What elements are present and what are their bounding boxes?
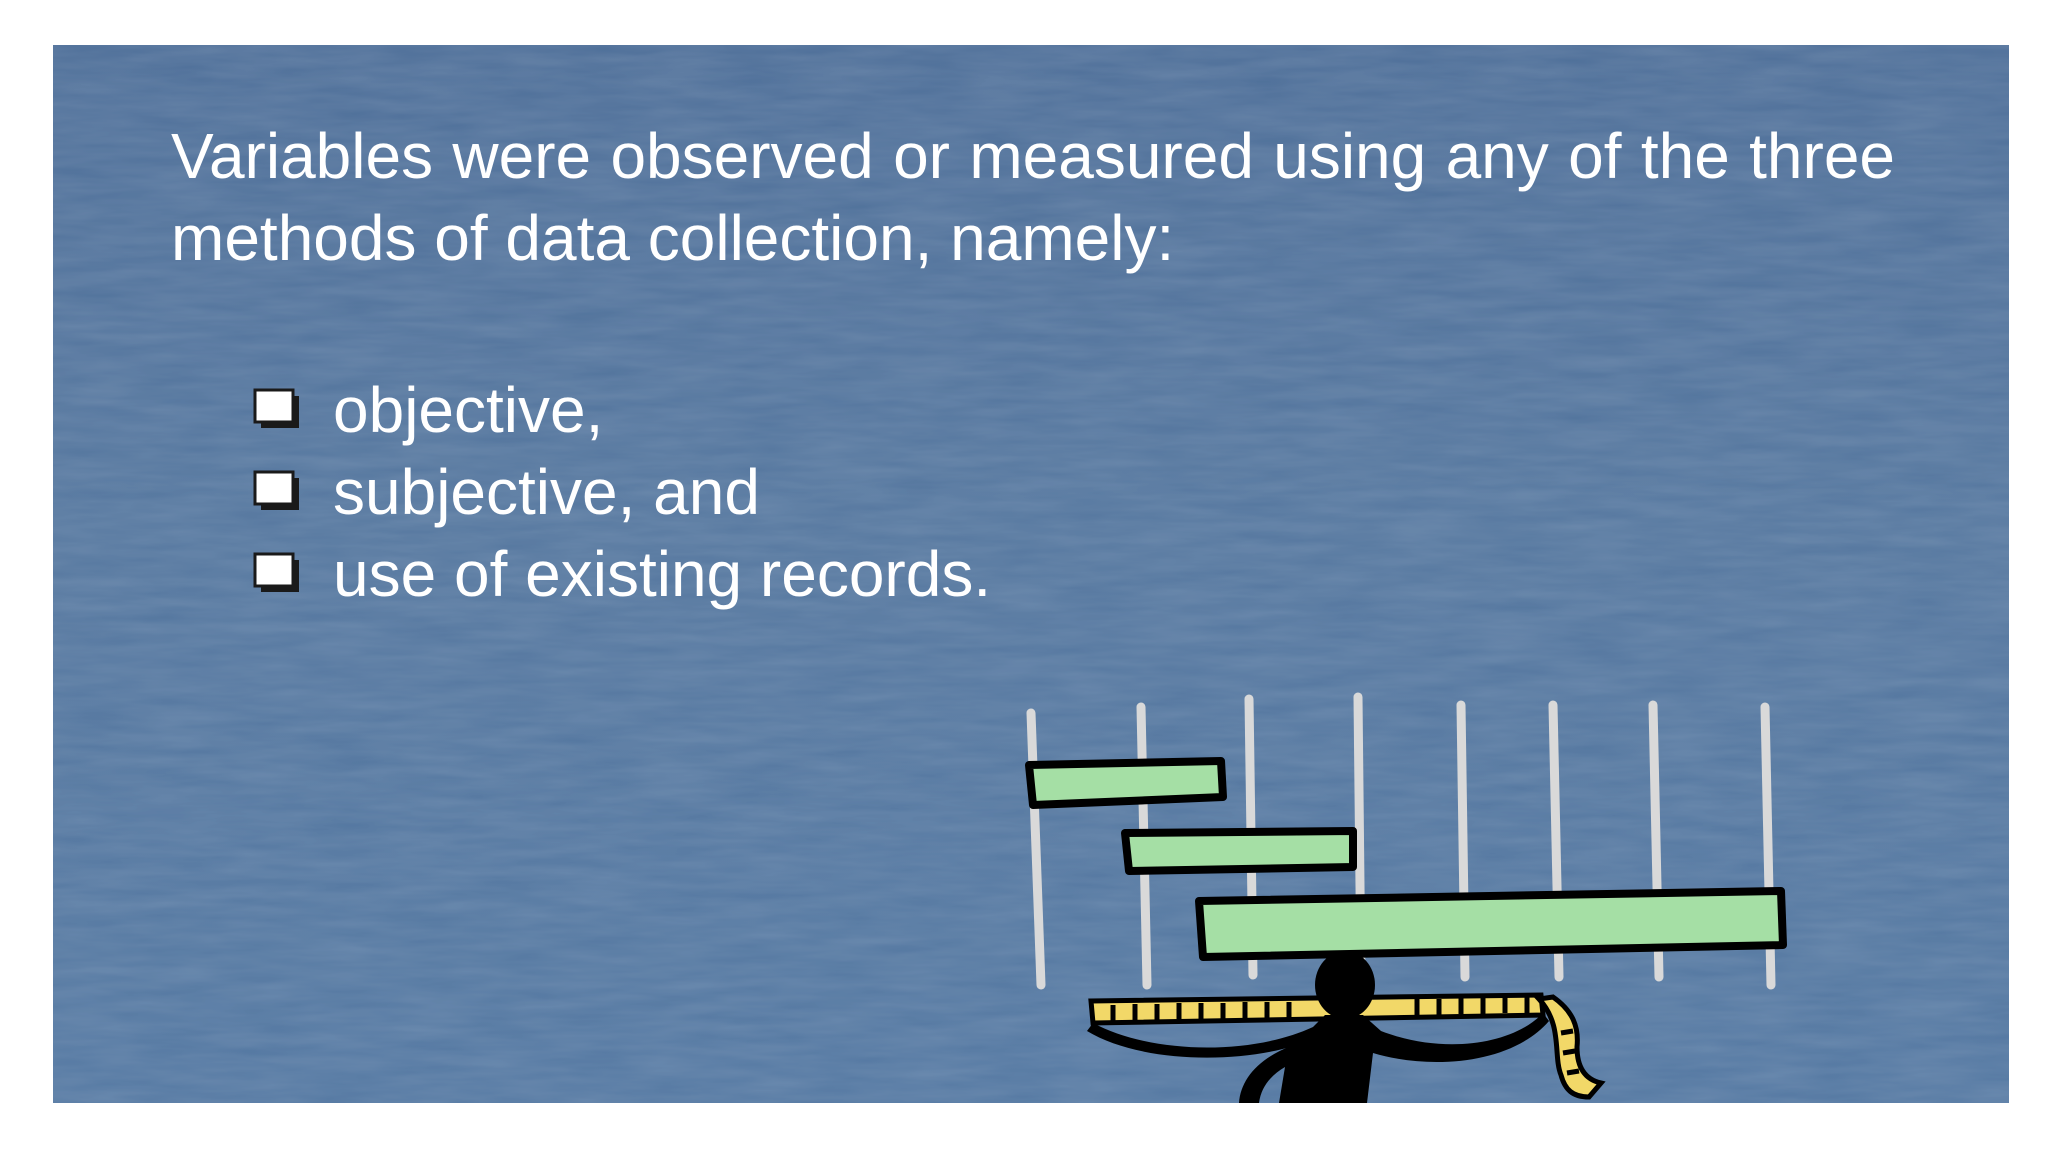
list-item: use of existing records.: [253, 533, 991, 615]
bullet-label: objective,: [333, 374, 604, 446]
person-silhouette: [1087, 951, 1549, 1103]
bar-2: [1121, 827, 1357, 875]
bar-1: [1025, 757, 1227, 809]
bar-3: [1195, 887, 1787, 961]
list-item: objective,: [253, 369, 991, 451]
bullet-label: use of existing records.: [333, 538, 992, 610]
schedule-bars: [1025, 757, 1787, 961]
checkbox-icon: [253, 552, 299, 592]
list-item: subjective, and: [253, 451, 991, 533]
checkbox-icon: [253, 470, 299, 510]
checkbox-icon: [253, 388, 299, 428]
measuring-person-illustration: [1025, 692, 1787, 1103]
bullet-label: subjective, and: [333, 456, 760, 528]
intro-text: Variables were observed or measured usin…: [171, 120, 1895, 274]
slide: Variables were observed or measured usin…: [53, 45, 2009, 1103]
method-list: objective, subjective, and use of existi…: [253, 369, 991, 615]
